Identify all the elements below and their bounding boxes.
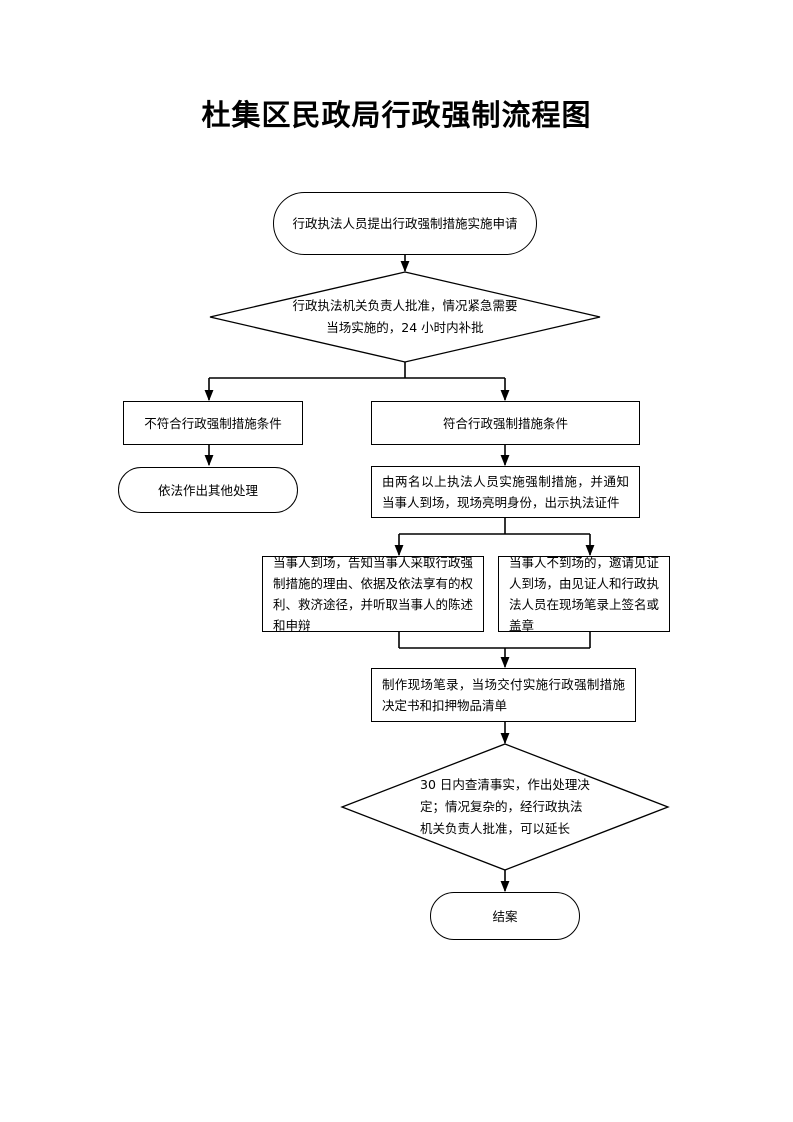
implement-measures-node: 由两名以上执法人员实施强制措施，并通知当事人到场，现场亮明身份，出示执法证件 — [371, 466, 640, 518]
other-handling-node: 依法作出其他处理 — [118, 467, 298, 513]
met-conditions-node: 符合行政强制措施条件 — [371, 401, 640, 445]
party-absent-node: 当事人不到场的，邀请见证人到场，由见证人和行政执法人员在现场笔录上签名或盖章 — [498, 555, 670, 633]
decision-approval-text: 行政执法机关负责人批准，情况紧急需要当场实施的，24 小时内补批 — [292, 298, 518, 335]
page-title: 杜集区民政局行政强制流程图 — [201, 98, 592, 132]
flow-start-node: 行政执法人员提出行政强制措施实施申请 — [273, 192, 537, 255]
decision-investigation-text: 30 日内查清事实，作出处理决定；情况复杂的，经行政执法机关负责人批准，可以延长 — [420, 777, 590, 836]
record-delivery-node: 制作现场笔录，当场交付实施行政强制措施决定书和扣押物品清单 — [371, 668, 636, 722]
flow-end-node: 结案 — [430, 892, 580, 940]
decision-investigation-diamond — [340, 743, 670, 871]
not-met-conditions-node: 不符合行政强制措施条件 — [123, 401, 303, 445]
party-present-node: 当事人到场，告知当事人采取行政强制措施的理由、依据及依法享有的权利、救济途径，并… — [262, 555, 484, 633]
decision-approval-diamond — [209, 271, 601, 363]
